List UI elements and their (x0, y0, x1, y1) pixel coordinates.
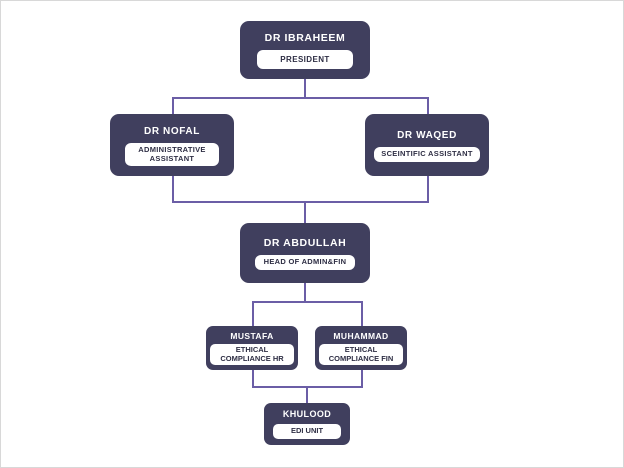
org-node-president-name: DR IBRAHEEM (264, 31, 346, 44)
org-node-khulood-role: EDI UNIT (273, 423, 341, 439)
org-node-mustafa[interactable]: MUSTAFA ETHICAL COMPLIANCE HR (206, 326, 298, 370)
org-node-muhammad-role-line1: ETHICAL (344, 345, 378, 355)
org-node-waqed[interactable]: DR WAQED SCEINTIFIC ASSISTANT (365, 114, 489, 176)
org-node-muhammad-role-line2: COMPLIANCE FIN (328, 353, 394, 363)
connector-president-stem (304, 79, 306, 97)
connector-level4-bus (252, 301, 362, 303)
org-node-president-role: PRESIDENT (257, 50, 353, 70)
org-node-president[interactable]: DR IBRAHEEM PRESIDENT (240, 21, 370, 79)
connector-to-mustafa (252, 301, 254, 326)
org-node-mustafa-role-line1: ETHICAL (235, 345, 269, 355)
org-node-mustafa-role: ETHICAL COMPLIANCE HR (210, 344, 294, 366)
connector-muhammad-stem (361, 370, 363, 386)
connector-abdullah-stem (304, 283, 306, 301)
org-node-nofal-name: DR NOFAL (144, 125, 200, 137)
connector-to-khulood (306, 386, 308, 403)
connector-to-nofal (172, 97, 174, 114)
connector-level3-bus (172, 201, 429, 203)
org-node-mustafa-name: MUSTAFA (230, 330, 274, 341)
org-node-nofal-role-line1: ADMINISTRATIVE (138, 144, 206, 154)
org-node-mustafa-role-line2: COMPLIANCE HR (220, 353, 284, 363)
connector-to-abdullah (304, 201, 306, 223)
org-node-khulood[interactable]: KHULOOD EDI UNIT (264, 403, 350, 445)
org-node-abdullah[interactable]: DR ABDULLAH HEAD OF ADMIN&FIN (240, 223, 370, 283)
connector-nofal-stem (172, 176, 174, 201)
org-node-abdullah-name: DR ABDULLAH (263, 236, 347, 249)
org-node-khulood-name: KHULOOD (282, 409, 332, 420)
org-node-abdullah-role: HEAD OF ADMIN&FIN (254, 255, 356, 271)
org-node-nofal-role-line2: ASSISTANT (149, 153, 195, 163)
connector-waqed-stem (427, 176, 429, 201)
org-node-waqed-name: DR WAQED (397, 130, 457, 142)
org-node-muhammad-role: ETHICAL COMPLIANCE FIN (319, 344, 403, 366)
connector-mustafa-stem (252, 370, 254, 386)
connector-level2-bus (173, 97, 429, 99)
org-node-waqed-role: SCEINTIFIC ASSISTANT (374, 147, 480, 162)
connector-to-waqed (427, 97, 429, 114)
connector-to-muhammad (361, 301, 363, 326)
org-node-muhammad-name: MUHAMMAD (333, 330, 389, 341)
org-node-nofal[interactable]: DR NOFAL ADMINISTRATIVE ASSISTANT (110, 114, 234, 176)
org-node-nofal-role: ADMINISTRATIVE ASSISTANT (125, 142, 219, 167)
org-node-muhammad[interactable]: MUHAMMAD ETHICAL COMPLIANCE FIN (315, 326, 407, 370)
